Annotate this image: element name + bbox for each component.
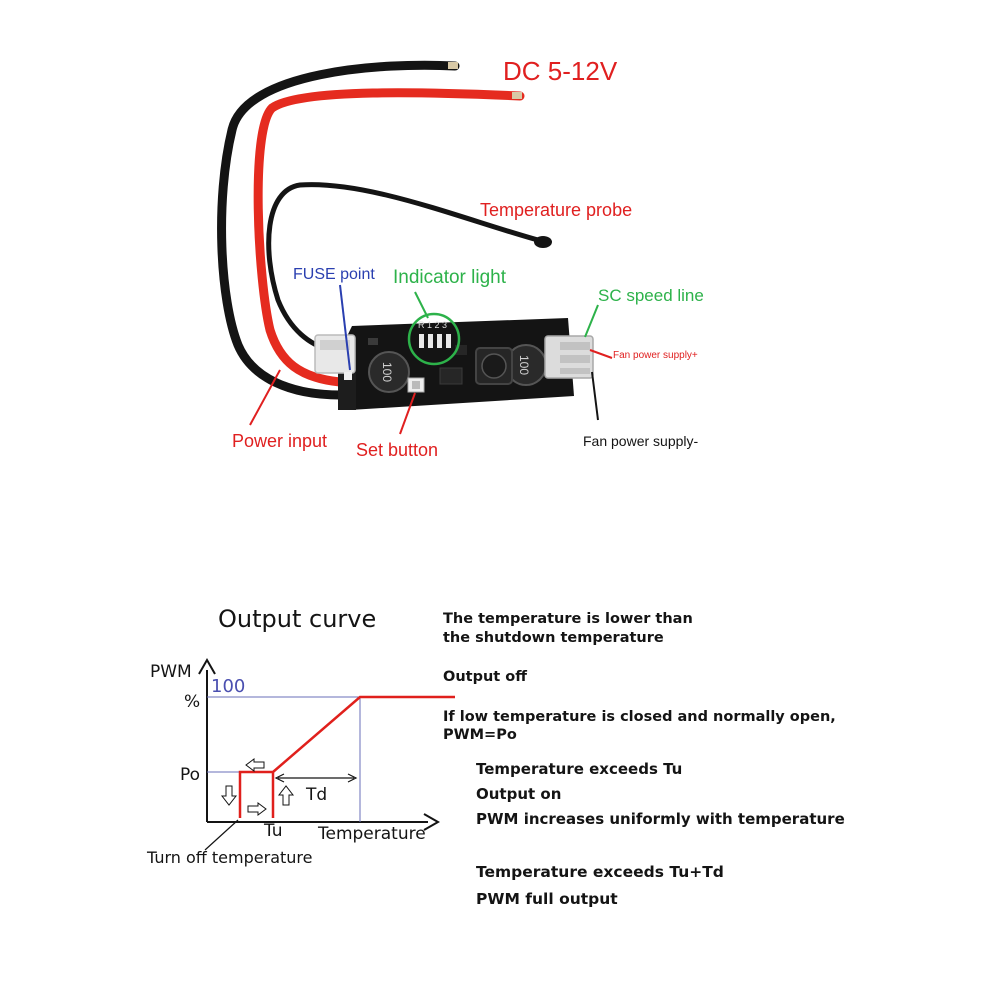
td-arrow-left bbox=[274, 773, 285, 783]
indicator-callout-line bbox=[414, 291, 429, 319]
black-power-wire bbox=[217, 60, 460, 400]
note-line-5: PWM=Po bbox=[443, 727, 517, 743]
pwm-curve bbox=[238, 695, 455, 818]
indicator-light-label: Indicator light bbox=[393, 267, 507, 288]
note-line-4: If low temperature is closed and normall… bbox=[443, 709, 836, 725]
fuse-callout-line bbox=[339, 284, 351, 371]
note-line-3: Output off bbox=[443, 669, 527, 685]
set-button-callout-line bbox=[399, 392, 416, 435]
curve-notes: The temperature is lower than the shutdo… bbox=[443, 611, 845, 908]
dc-voltage-label: DC 5-12V bbox=[503, 56, 618, 86]
callout-lines bbox=[249, 284, 613, 435]
turn-off-temperature-label: Turn off temperature bbox=[146, 848, 312, 867]
po-label: Po bbox=[180, 765, 200, 785]
capacitor-left-mark: 100 bbox=[380, 362, 394, 382]
note-line-7: Output on bbox=[476, 785, 561, 803]
fan-plus-callout-line bbox=[589, 349, 613, 359]
td-arrow-right bbox=[347, 773, 358, 783]
capacitor-right: 100 bbox=[505, 344, 547, 386]
capacitor-right-mark: 100 bbox=[517, 355, 531, 375]
level-100-label: 100 bbox=[211, 676, 245, 697]
fan-minus-callout-line bbox=[591, 371, 599, 421]
percent-label: % bbox=[184, 692, 200, 712]
tu-label: Tu bbox=[263, 821, 283, 841]
hysteresis-arrow-up-icon bbox=[277, 785, 295, 806]
y-axis-label: PWM bbox=[150, 662, 192, 682]
power-input-label: Power input bbox=[232, 431, 327, 451]
note-line-2: the shutdown temperature bbox=[443, 630, 664, 646]
red-wire-tip bbox=[512, 92, 522, 99]
note-line-8: PWM increases uniformly with temperature bbox=[476, 810, 845, 828]
fan-power-minus-label: Fan power supply- bbox=[583, 433, 699, 449]
curve-title: Output curve bbox=[218, 605, 376, 633]
note-line-10: PWM full output bbox=[476, 890, 618, 908]
led-r bbox=[419, 334, 424, 348]
y-axis-arrow bbox=[198, 657, 216, 675]
set-button-label: Set button bbox=[356, 440, 438, 460]
fuse-point-label: FUSE point bbox=[293, 266, 375, 283]
output-curve-diagram: Output curve PWM Temperature 100 % Po Tu… bbox=[146, 605, 455, 867]
temperature-probe-tip bbox=[534, 236, 552, 248]
red-power-wire bbox=[253, 88, 525, 387]
x-axis-label: Temperature bbox=[317, 824, 426, 844]
hysteresis-arrow-right-icon bbox=[247, 802, 267, 816]
led-3 bbox=[446, 334, 451, 348]
led-marks: R 1 2 3 bbox=[418, 320, 447, 330]
temperature-probe-label: Temperature probe bbox=[480, 200, 632, 220]
fan-power-plus-label: Fan power supply+ bbox=[613, 350, 698, 361]
x-axis-arrow bbox=[423, 813, 441, 831]
black-wire-tip bbox=[448, 62, 458, 69]
indicator-highlight-circle bbox=[407, 312, 461, 366]
power-input-callout-line bbox=[249, 369, 281, 426]
hysteresis-arrow-left-icon bbox=[245, 758, 265, 772]
note-line-9: Temperature exceeds Tu+Td bbox=[476, 863, 724, 881]
sc-speed-line-label: SC speed line bbox=[598, 286, 704, 305]
fuse-point-pad bbox=[344, 372, 352, 380]
turn-off-pointer bbox=[204, 819, 239, 851]
temperature-probe-wire bbox=[266, 182, 548, 353]
note-line-1: The temperature is lower than bbox=[443, 611, 693, 627]
capacitor-left: 100 bbox=[368, 351, 410, 393]
led-1 bbox=[428, 334, 433, 348]
hysteresis-arrow-down-icon bbox=[220, 785, 238, 806]
led-2 bbox=[437, 334, 442, 348]
note-line-6: Temperature exceeds Tu bbox=[476, 760, 682, 778]
td-label: Td bbox=[305, 785, 327, 805]
sc-speed-callout-line bbox=[584, 304, 599, 338]
board-illustration: 100 100 R 1 2 3 bbox=[217, 60, 594, 410]
